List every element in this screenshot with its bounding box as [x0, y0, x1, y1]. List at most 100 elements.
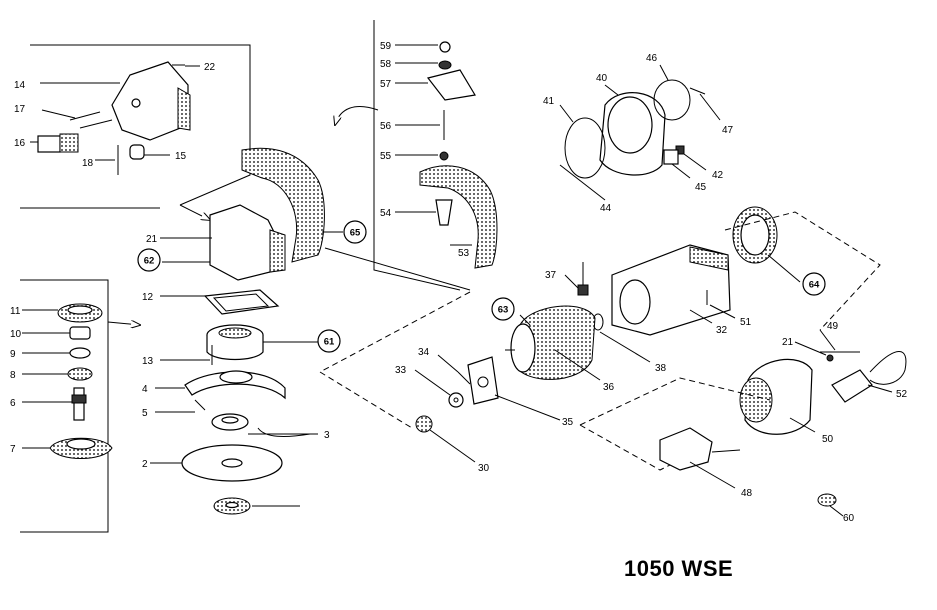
label-44: 44 [600, 203, 612, 214]
part-5-screw [155, 399, 206, 413]
part-14-housing [40, 61, 191, 141]
part-32-motor-housing [611, 244, 731, 336]
label-10: 10 [10, 329, 22, 340]
label-58: 58 [380, 59, 392, 70]
part-12-gasket [160, 289, 280, 315]
part-13-screw [160, 345, 213, 365]
label-42: 42 [712, 170, 724, 181]
label-15: 15 [175, 151, 187, 162]
label-34: 34 [418, 347, 430, 358]
label-49: 49 [827, 321, 839, 332]
label-9: 9 [10, 349, 16, 360]
subassembly-bracket-top-center [335, 20, 461, 291]
part-48-switch [659, 427, 741, 489]
part-34-screw [437, 354, 471, 385]
part-54-insert [395, 199, 453, 226]
label-53: 53 [458, 248, 470, 259]
circled-label-65: 65 [343, 220, 367, 244]
part-33-washer [414, 369, 464, 408]
label-37: 37 [545, 270, 557, 281]
part-35-bracket [467, 356, 561, 421]
part-44-leader [559, 164, 606, 201]
circled-label-63: 63 [491, 297, 515, 321]
part-50-handle [579, 358, 816, 471]
label-64: 64 [809, 280, 820, 291]
label-14: 14 [14, 80, 26, 91]
part-8-bearing [22, 367, 93, 381]
part-15-bushing [129, 144, 170, 160]
label-65: 65 [350, 228, 361, 239]
label-12: 12 [142, 292, 154, 303]
part-18-pin [95, 145, 119, 175]
label-2: 2 [142, 459, 148, 470]
label-30: 30 [478, 463, 490, 474]
part-22-screw [172, 64, 200, 67]
label-45: 45 [695, 182, 707, 193]
label-55: 55 [380, 151, 392, 162]
part-7-flange [22, 437, 113, 459]
part-4-guard [155, 370, 286, 400]
part-2-disc [150, 444, 283, 482]
subassembly-bracket-left [20, 279, 140, 533]
label-16: 16 [14, 138, 26, 149]
part-55-washer [395, 151, 449, 161]
circled-label-61: 61 [317, 329, 341, 353]
label-4: 4 [142, 384, 148, 395]
label-47: 47 [722, 125, 734, 136]
part-41-ring [559, 104, 606, 179]
label-40: 40 [596, 73, 608, 84]
circled-label-64: 64 [802, 272, 826, 296]
part-17-brushes [41, 109, 113, 129]
part-57-cap [395, 69, 476, 101]
label-3: 3 [324, 430, 330, 441]
label-36: 36 [603, 382, 615, 393]
label-56: 56 [380, 121, 392, 132]
part-47-spring [689, 87, 721, 121]
part-65-handle [209, 147, 471, 291]
part-11-gear [22, 303, 103, 323]
subassembly-bracket-top-left [20, 44, 251, 220]
label-21b: 21 [782, 337, 794, 348]
part-64-fan-housing [724, 206, 881, 331]
label-35: 35 [562, 417, 574, 428]
part-36-armature [505, 305, 601, 381]
part-46-ring [653, 64, 691, 121]
part-21-screw-b [794, 341, 834, 362]
label-38: 38 [655, 363, 667, 374]
label-18: 18 [82, 158, 94, 169]
part-59-screw [395, 41, 451, 53]
label-48: 48 [741, 488, 753, 499]
label-17: 17 [14, 104, 26, 115]
label-21a: 21 [146, 234, 158, 245]
part-58-washer [395, 60, 452, 70]
label-60: 60 [843, 513, 855, 524]
label-22: 22 [204, 62, 216, 73]
part-10-ring [22, 326, 91, 340]
part-60-grommet [817, 493, 844, 517]
part-37-brush [564, 262, 589, 296]
model-title: 1050 WSE [624, 556, 734, 581]
part-6-spindle [22, 387, 87, 421]
part-9-ring [22, 347, 91, 359]
label-7: 7 [10, 444, 16, 455]
part-45-block [663, 149, 691, 179]
label-50: 50 [822, 434, 834, 445]
label-51: 51 [740, 317, 752, 328]
part-51-screw [706, 290, 736, 319]
label-13: 13 [142, 356, 154, 367]
part-30-nut [318, 291, 476, 463]
label-5: 5 [142, 408, 148, 419]
part-40-ring-housing [599, 84, 666, 176]
part-56-rod [395, 110, 445, 140]
part-52-cable [831, 351, 907, 403]
part-61-gearbox [206, 324, 318, 361]
label-8: 8 [10, 370, 16, 381]
label-11: 11 [10, 306, 21, 317]
label-61: 61 [324, 337, 335, 348]
label-46: 46 [646, 53, 658, 64]
label-41: 41 [543, 96, 555, 107]
label-63: 63 [498, 305, 509, 316]
label-52: 52 [896, 389, 908, 400]
part-16-switch [30, 133, 79, 153]
